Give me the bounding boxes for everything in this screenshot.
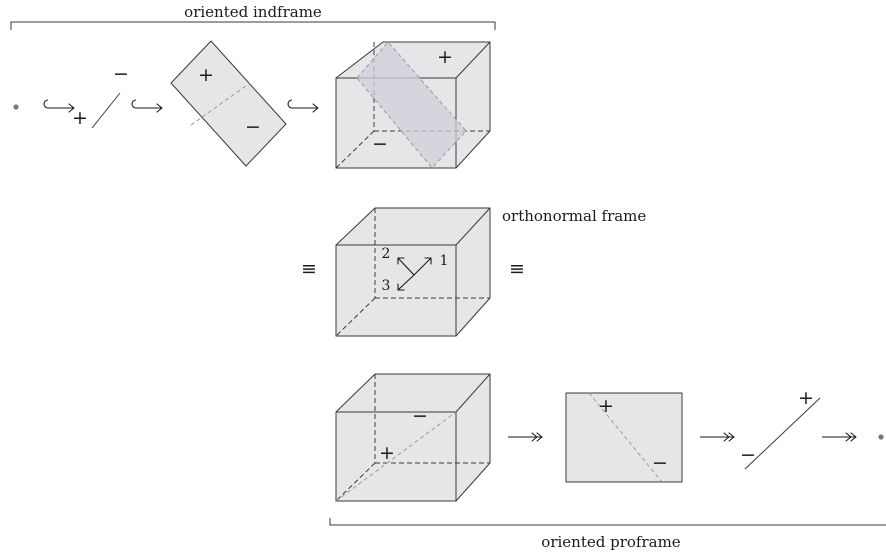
two-headed-arrow-icon bbox=[700, 432, 735, 442]
line-bottom-plus-sign: + bbox=[798, 387, 814, 409]
two-headed-arrow-icon bbox=[508, 432, 543, 442]
equiv-right: ≡ bbox=[509, 258, 525, 280]
cube-with-plane: + − bbox=[335, 41, 491, 169]
cube-with-diagonal: + − bbox=[335, 373, 491, 502]
indframe-label: oriented indframe bbox=[184, 3, 322, 21]
axis-1-arrow bbox=[413, 257, 432, 276]
square-bottom-plus-sign: + bbox=[598, 395, 614, 417]
square-plus-sign: + bbox=[198, 64, 214, 86]
point-icon bbox=[13, 104, 19, 110]
axis-3-arrow bbox=[397, 274, 415, 291]
axis-1-label: 1 bbox=[440, 253, 449, 269]
hook-arrow-icon bbox=[287, 99, 319, 113]
indframe-bracket: oriented indframe bbox=[10, 3, 496, 30]
line-minus-sign: − bbox=[113, 63, 129, 85]
line-bottom-minus-sign: − bbox=[740, 444, 756, 466]
line-plus-sign: + bbox=[72, 107, 88, 129]
projected-line: + − bbox=[740, 387, 821, 470]
oriented-square: + − bbox=[170, 40, 287, 167]
square-minus-sign: − bbox=[245, 116, 261, 138]
cube-minus-sign: − bbox=[372, 133, 388, 155]
orthonormal-label: orthonormal frame bbox=[502, 207, 646, 225]
square-bottom-minus-sign: − bbox=[652, 452, 668, 474]
hook-arrow-icon bbox=[131, 99, 163, 113]
cube-plus-sign: + bbox=[437, 46, 453, 68]
two-headed-arrow-icon bbox=[822, 432, 857, 442]
axis-2-arrow bbox=[397, 257, 415, 276]
axis-2-label: 2 bbox=[382, 246, 391, 262]
oriented-line: + − bbox=[72, 63, 129, 129]
proframe-bracket: oriented proframe bbox=[329, 518, 886, 551]
projected-square: + − bbox=[565, 392, 683, 483]
cube-bottom-minus-sign: − bbox=[412, 405, 428, 427]
equiv-left: ≡ bbox=[301, 258, 317, 280]
hook-arrow-icon bbox=[43, 99, 75, 113]
orthonormal-cube: 1 2 3 bbox=[335, 207, 491, 337]
proframe-label: oriented proframe bbox=[541, 533, 681, 551]
cube-bottom-plus-sign: + bbox=[379, 442, 395, 464]
axis-3-label: 3 bbox=[382, 278, 391, 294]
point-icon bbox=[878, 434, 884, 440]
